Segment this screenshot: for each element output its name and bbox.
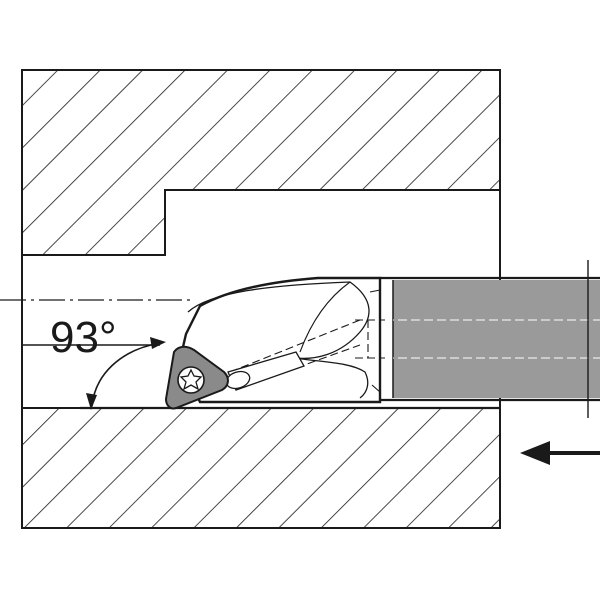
- workpiece-section-upper: [21, 69, 501, 256]
- angle-label: 93°: [50, 313, 117, 362]
- cutting-insert: [164, 345, 229, 410]
- workpiece: [21, 69, 501, 529]
- angle-arrow-tip-top: [150, 337, 166, 349]
- tool-shank: [380, 260, 600, 418]
- arrow-left-icon: [520, 441, 600, 465]
- workpiece-section-lower: [21, 407, 501, 529]
- chip-pocket: [187, 281, 370, 360]
- coolant-channel: [393, 319, 600, 359]
- angle-dimension: 93°: [22, 313, 166, 410]
- angle-arrow-tip-bottom: [86, 393, 97, 410]
